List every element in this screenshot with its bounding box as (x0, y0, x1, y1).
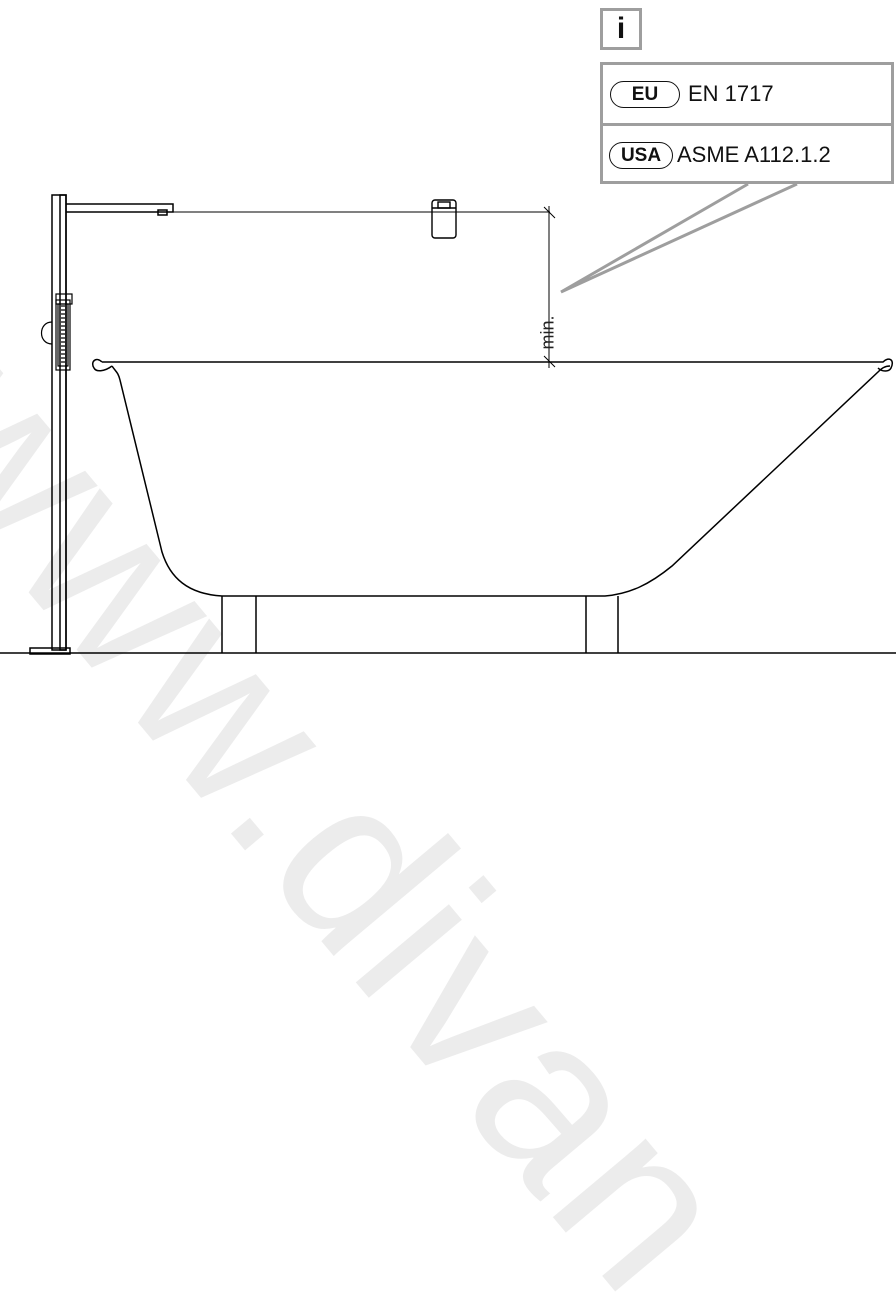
callout-leader (560, 182, 798, 294)
region-badge-eu: EU (610, 80, 680, 108)
overflow-fixture (431, 199, 457, 239)
dimension-min-label: min. (537, 315, 558, 350)
standard-row-usa: USA ASME A112.1.2 (603, 126, 891, 184)
installation-diagram: www.divan (0, 8, 896, 1314)
standard-label-eu: EN 1717 (688, 81, 774, 106)
bathtub-rim (91, 358, 894, 372)
bathtub-feet (221, 596, 619, 653)
spout (66, 203, 174, 216)
mixer-column (29, 194, 71, 655)
standard-row-eu: EU EN 1717 (603, 65, 891, 126)
diagram-drawing (0, 182, 896, 655)
dimension-min (543, 206, 556, 368)
standard-label-usa: ASME A112.1.2 (677, 142, 831, 167)
hand-shower (40, 293, 73, 371)
bathtub-body (111, 365, 891, 597)
standards-table: EU EN 1717 USA ASME A112.1.2 (600, 62, 894, 184)
region-badge-usa: USA (609, 141, 673, 169)
info-icon: i (600, 8, 642, 50)
